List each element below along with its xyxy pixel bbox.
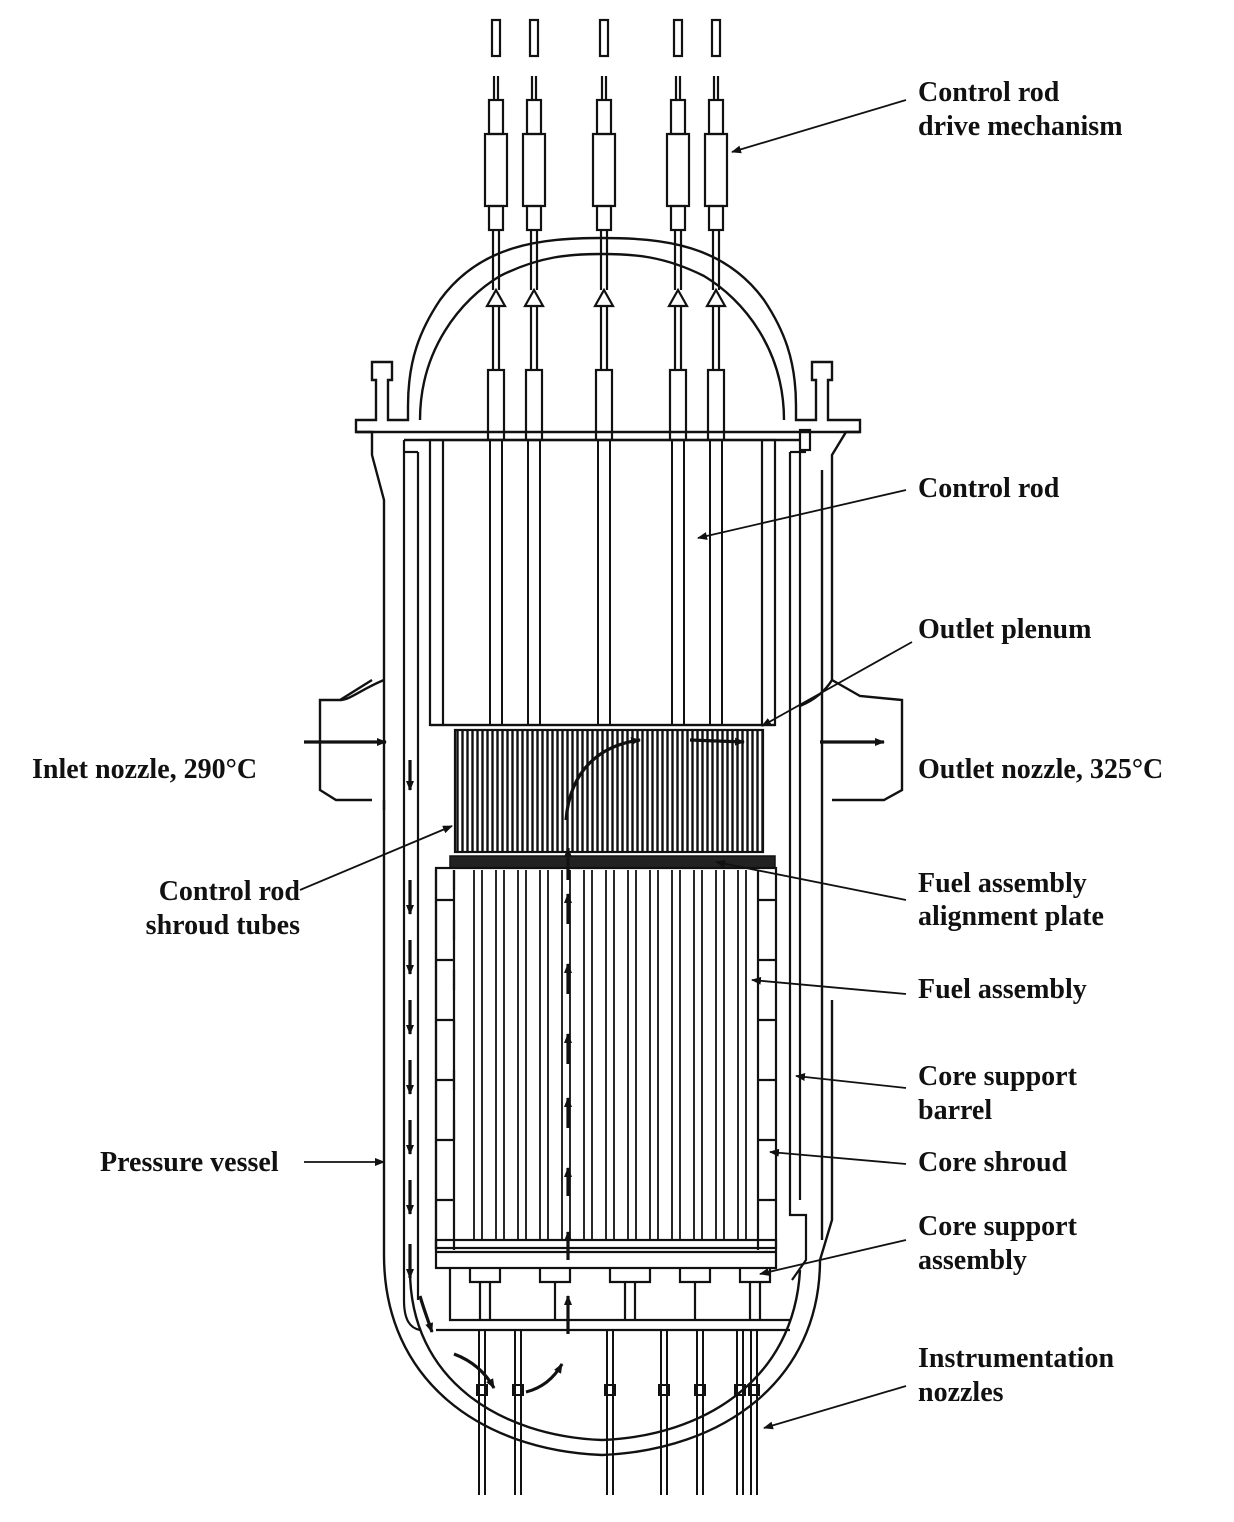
instrument-fitting bbox=[512, 1384, 524, 1396]
crdm-nozzle bbox=[523, 287, 545, 308]
label-inlet-nozzle: Inlet nozzle, 290°C bbox=[32, 754, 257, 785]
instrument-fitting bbox=[604, 1384, 616, 1396]
core-support-assembly bbox=[434, 1238, 790, 1332]
coolant-flow-arrows bbox=[304, 737, 885, 1394]
label-core-support-barrel-line2: barrel bbox=[918, 1095, 992, 1126]
crdm-coupling bbox=[487, 98, 505, 136]
crdm-nozzle bbox=[705, 287, 727, 308]
core-support-barrel bbox=[402, 428, 812, 1332]
label-outlet-nozzle: Outlet nozzle, 325°C bbox=[918, 754, 1163, 785]
label-fuel-assembly: Fuel assembly bbox=[918, 974, 1087, 1005]
crdm-housing bbox=[665, 132, 691, 208]
label-instrumentation-nozzles-line2: nozzles bbox=[918, 1377, 1004, 1408]
label-control-rod: Control rod bbox=[918, 473, 1060, 504]
instrumentation-nozzles bbox=[476, 1330, 760, 1495]
label-core-shroud: Core shroud bbox=[918, 1147, 1068, 1178]
instrument-fitting bbox=[748, 1384, 760, 1396]
crdm-coupling bbox=[669, 204, 687, 232]
crdm-cap bbox=[672, 18, 684, 58]
label-leaders bbox=[299, 99, 913, 1430]
crdm-housing-lower bbox=[524, 368, 544, 442]
label-alignment-plate-line1: Fuel assembly bbox=[918, 868, 1087, 899]
crdm-housing-lower bbox=[486, 368, 506, 442]
control-rod bbox=[489, 440, 723, 725]
instrument-fitting bbox=[476, 1384, 488, 1396]
label-outlet-plenum: Outlet plenum bbox=[918, 614, 1091, 645]
crdm-housing-lower bbox=[594, 368, 614, 442]
instrument-fitting bbox=[734, 1384, 746, 1396]
crdm-nozzle bbox=[485, 287, 507, 308]
label-alignment-plate-line2: alignment plate bbox=[918, 901, 1104, 932]
crdm-coupling bbox=[487, 204, 505, 232]
label-instrumentation-nozzles-line1: Instrumentation bbox=[918, 1343, 1114, 1374]
label-pressure-vessel: Pressure vessel bbox=[100, 1147, 279, 1178]
crdm-cap bbox=[598, 18, 610, 58]
crdm-coupling bbox=[525, 204, 543, 232]
crdm-cap bbox=[490, 18, 502, 58]
crdm-coupling bbox=[707, 98, 725, 136]
crdm-housing bbox=[521, 132, 547, 208]
labels: Control rod drive mechanism Control rod … bbox=[32, 77, 1163, 1408]
crdm-housing-lower bbox=[668, 368, 688, 442]
crdm-housing bbox=[703, 132, 729, 208]
label-core-support-barrel-line1: Core support bbox=[918, 1061, 1078, 1092]
fuel-assembly-alignment-plate bbox=[449, 855, 776, 869]
upper-guide-structure bbox=[428, 438, 777, 727]
label-crdm-line2: drive mechanism bbox=[918, 111, 1123, 142]
crdm-housing bbox=[483, 132, 509, 208]
crdm-housing-lower bbox=[706, 368, 726, 442]
instrument-fitting bbox=[694, 1384, 706, 1396]
crdm-coupling bbox=[669, 98, 687, 136]
crdm-cap bbox=[710, 18, 722, 58]
label-crdm-line1: Control rod bbox=[918, 77, 1060, 108]
core-shroud bbox=[434, 866, 778, 1250]
crdm-coupling bbox=[707, 204, 725, 232]
crdm-housing bbox=[591, 132, 617, 208]
label-shroud-tubes-line1: Control rod bbox=[159, 876, 301, 907]
crdm-nozzle bbox=[667, 287, 689, 308]
crdm-coupling bbox=[595, 204, 613, 232]
crdm-cap bbox=[528, 18, 540, 58]
crdm-coupling bbox=[595, 98, 613, 136]
control-rod-drive-mechanism bbox=[483, 18, 729, 442]
label-core-support-assembly-line1: Core support bbox=[918, 1211, 1078, 1242]
label-shroud-tubes-line2: shroud tubes bbox=[146, 910, 300, 941]
crdm-nozzle bbox=[593, 287, 615, 308]
crdm-coupling bbox=[525, 98, 543, 136]
instrument-fitting bbox=[658, 1384, 670, 1396]
label-core-support-assembly-line2: assembly bbox=[918, 1245, 1027, 1276]
fuel-assembly bbox=[473, 870, 747, 1240]
